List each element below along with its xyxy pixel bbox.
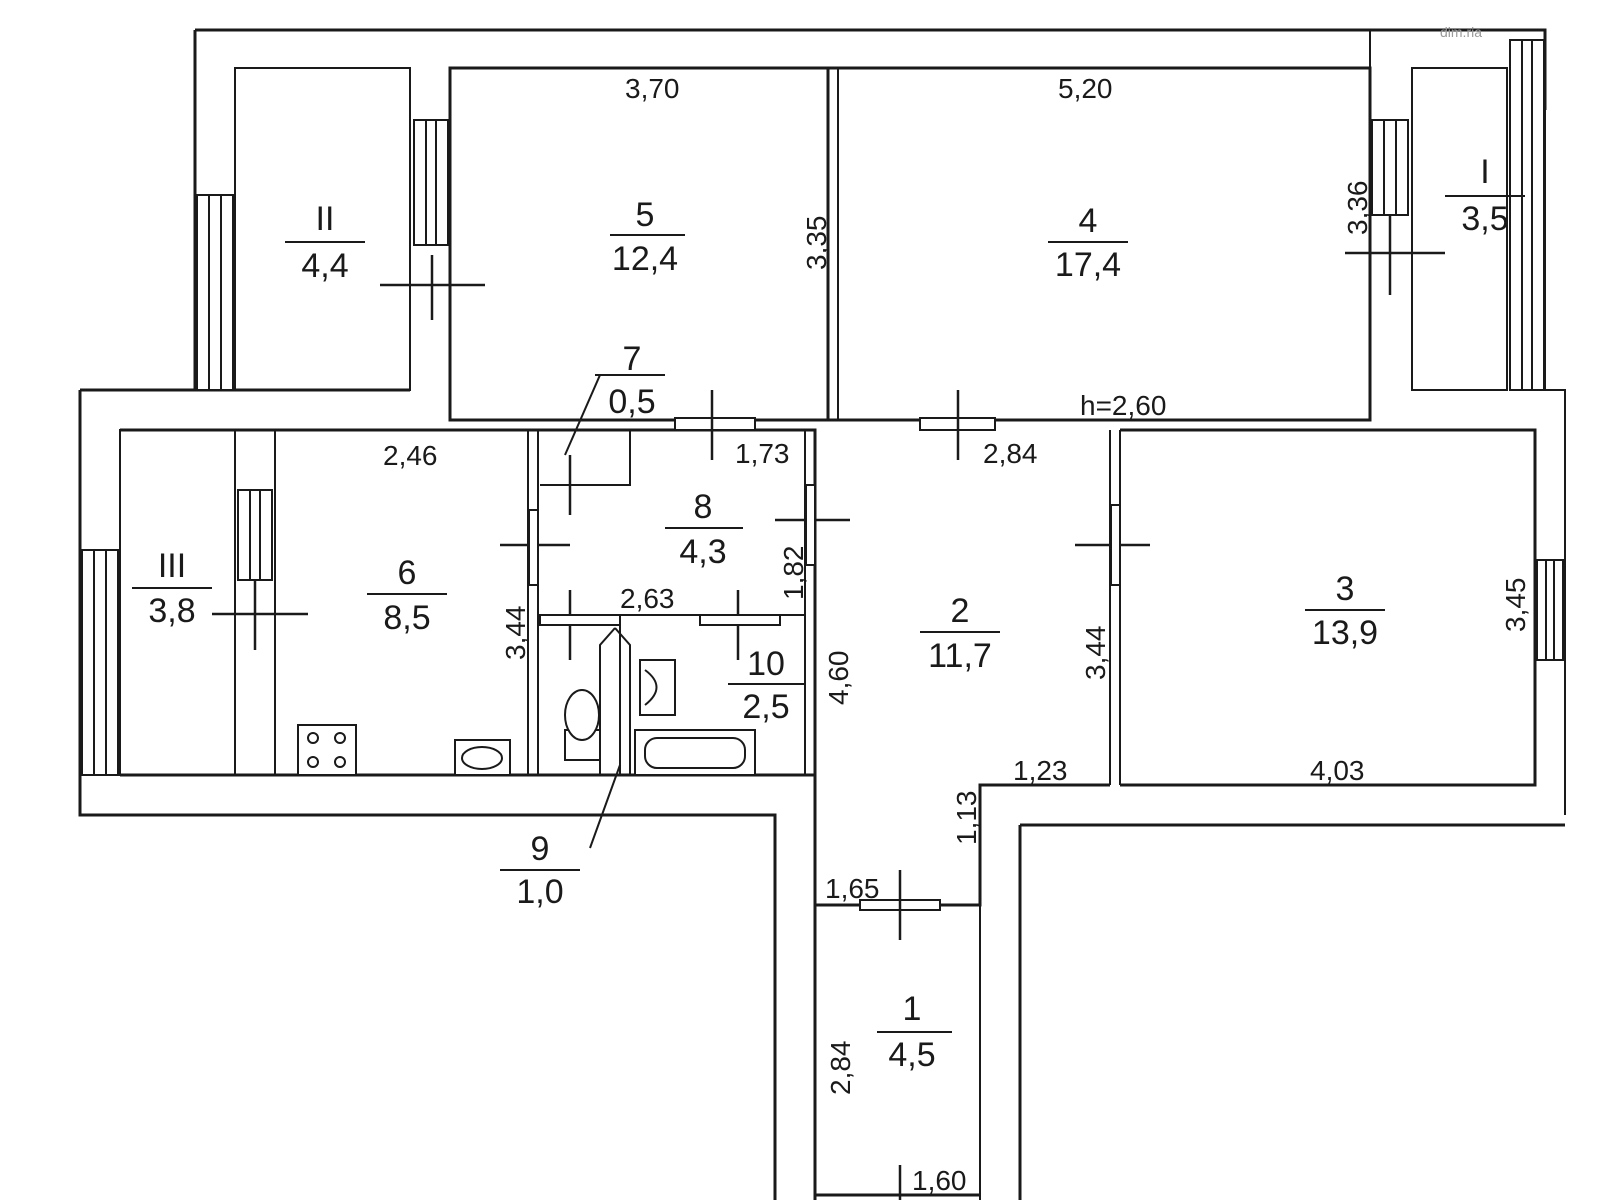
dim-4-03: 4,03 xyxy=(1310,755,1365,786)
dim-ceiling-height: h=2,60 xyxy=(1080,390,1166,421)
room-10-number: 10 xyxy=(747,645,785,683)
room-5-area: 12,4 xyxy=(612,240,678,278)
stove-icon xyxy=(297,724,357,776)
door-leaf xyxy=(539,614,621,626)
window-room-6 xyxy=(237,489,273,581)
balcony-III-area: 3,8 xyxy=(148,592,195,630)
room-label-8: 8 4,3 xyxy=(665,488,743,571)
room-label-1: 1 4,5 xyxy=(877,990,952,1074)
room-3-number: 3 xyxy=(1336,570,1355,608)
dim-2-84-bottom: 2,84 xyxy=(825,1041,856,1096)
room-label-4: 4 17,4 xyxy=(1048,202,1128,284)
balcony-I-area: 3,5 xyxy=(1461,200,1508,238)
dim-3-45: 3,45 xyxy=(1500,578,1531,633)
room-7-niche xyxy=(540,430,631,486)
room-label-7: 7 0,5 xyxy=(608,340,655,421)
dim-2-84-top: 2,84 xyxy=(983,438,1038,469)
door-room-5 xyxy=(674,417,756,431)
room-label-9: 9 1,0 xyxy=(500,830,580,911)
rooms-6-8-outline xyxy=(120,428,817,777)
room-4-number: 4 xyxy=(1079,202,1098,240)
windows xyxy=(81,39,1564,776)
room-2-number: 2 xyxy=(951,592,970,630)
dim-1-60: 1,60 xyxy=(912,1165,967,1196)
dimension-labels: 3,70 5,20 3,35 3,36 h=2,60 2,46 1,73 2,8… xyxy=(383,73,1531,1196)
kitchen-sink-icon xyxy=(454,739,511,776)
dim-1-82: 1,82 xyxy=(778,546,809,601)
window-balcony-III xyxy=(81,549,119,776)
watermark: dim.ria xyxy=(1440,24,1482,40)
window-balcony-II xyxy=(196,194,234,391)
dim-2-63: 2,63 xyxy=(620,583,675,614)
dim-3-44-right: 3,44 xyxy=(1080,626,1111,681)
door-leaf xyxy=(528,509,539,586)
window-room-3 xyxy=(1536,559,1564,661)
leaders xyxy=(564,374,665,849)
dim-5-20: 5,20 xyxy=(1058,73,1113,104)
dim-4-60: 4,60 xyxy=(823,651,854,706)
room-10-area: 2,5 xyxy=(742,688,789,726)
balcony-I-number: I xyxy=(1480,153,1489,191)
room-9-area: 1,0 xyxy=(516,873,563,911)
window-balcony-I xyxy=(1509,39,1545,391)
dim-1-23: 1,23 xyxy=(1013,755,1068,786)
room-7-area: 0,5 xyxy=(608,383,655,421)
room-4-area: 17,4 xyxy=(1055,246,1121,284)
door-leaf xyxy=(699,614,781,626)
dim-1-13: 1,13 xyxy=(951,791,982,846)
room-label-II: II 4,4 xyxy=(285,200,365,285)
balcony-II-number: II xyxy=(316,200,335,238)
room-7-number: 7 xyxy=(623,340,642,378)
leader-room-7 xyxy=(564,374,601,456)
room-2-area: 11,7 xyxy=(928,637,992,675)
dim-2-46: 2,46 xyxy=(383,440,438,471)
room-labels: 5 12,4 4 17,4 I 3,5 II 4,4 7 0,5 8 4,3 xyxy=(132,153,1525,1074)
outer-wall-left xyxy=(78,388,777,1200)
door-leaf xyxy=(1110,504,1121,586)
room-6-area: 8,5 xyxy=(383,599,430,637)
room-label-5: 5 12,4 xyxy=(610,196,685,278)
doors xyxy=(212,215,1445,1200)
rooms-4-5-outline xyxy=(448,66,1372,422)
dim-3-70: 3,70 xyxy=(625,73,680,104)
room-3-area: 13,9 xyxy=(1312,614,1378,652)
room-label-I: I 3,5 xyxy=(1445,153,1525,238)
dim-1-65: 1,65 xyxy=(825,873,880,904)
room-label-10: 10 2,5 xyxy=(728,645,804,726)
room-8-number: 8 xyxy=(694,488,713,526)
room-8-area: 4,3 xyxy=(679,533,726,571)
outer-wall-bottom-right xyxy=(1018,823,1565,1200)
room-label-III: III 3,8 xyxy=(132,547,212,630)
dim-1-73: 1,73 xyxy=(735,438,790,469)
bathtub-icon xyxy=(634,729,756,776)
shaft-walls xyxy=(599,627,631,775)
toilet-icon xyxy=(564,689,601,761)
room-label-3: 3 13,9 xyxy=(1305,570,1385,652)
leader-room-9 xyxy=(589,764,621,849)
room-6-number: 6 xyxy=(398,554,417,592)
dim-3-44-left: 3,44 xyxy=(500,606,531,661)
window-room-5 xyxy=(413,119,449,246)
fixtures xyxy=(297,627,756,776)
room-label-2: 2 11,7 xyxy=(920,592,1000,675)
room-9-number: 9 xyxy=(531,830,550,868)
balcony-II-area: 4,4 xyxy=(301,247,348,285)
room-3-outline xyxy=(1120,428,1537,787)
dim-3-35: 3,35 xyxy=(801,216,832,271)
washbasin-icon xyxy=(639,659,676,716)
dim-3-36: 3,36 xyxy=(1342,181,1373,236)
balcony-III-number: III xyxy=(158,547,186,585)
balcony-I-outline xyxy=(1411,67,1508,391)
room-1-number: 1 xyxy=(903,990,922,1028)
door-leaf xyxy=(805,484,816,566)
room-5-number: 5 xyxy=(636,196,655,234)
room-1-area: 4,5 xyxy=(888,1036,935,1074)
room-label-6: 6 8,5 xyxy=(367,554,447,637)
window-room-4 xyxy=(1371,119,1409,216)
